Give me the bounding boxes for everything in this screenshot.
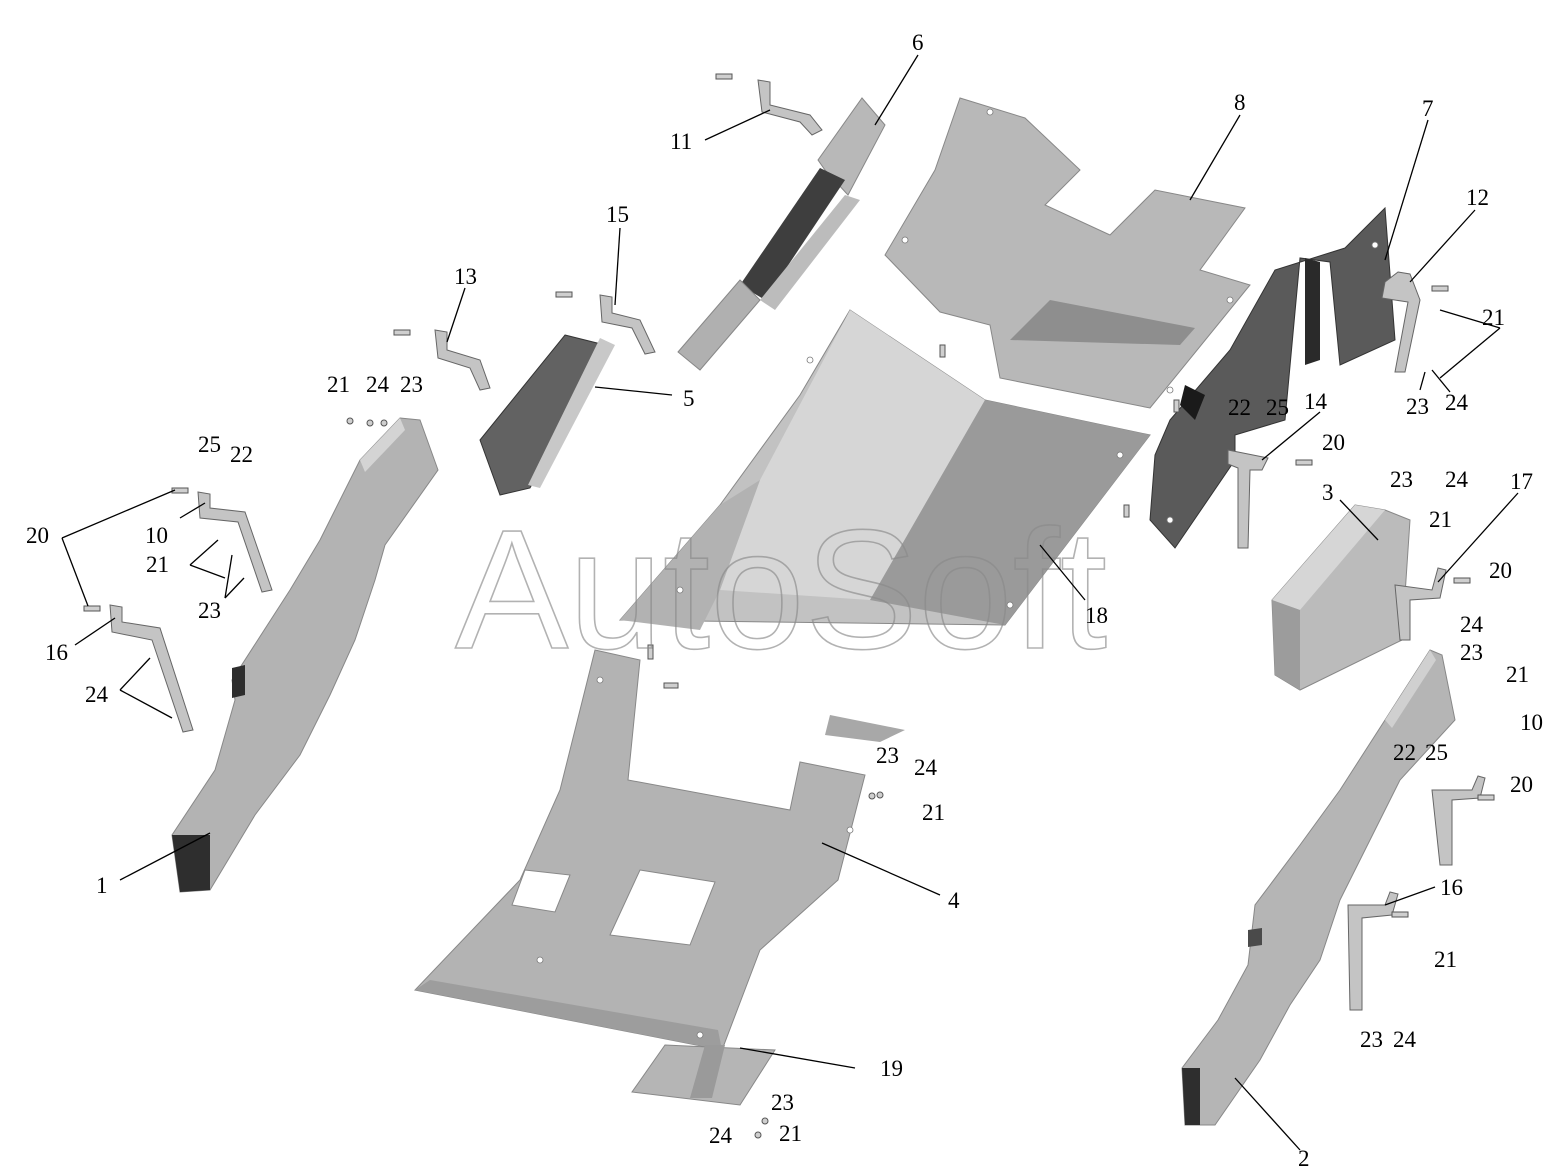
callout-18: 18 <box>1085 603 1108 628</box>
bracket-13 <box>434 329 491 391</box>
callout-23-e: 23 <box>1460 640 1483 665</box>
callout-25-mid: 25 <box>1266 395 1289 420</box>
callout-4: 4 <box>948 888 960 913</box>
callout-14: 14 <box>1304 389 1328 414</box>
bracket-15 <box>599 294 656 355</box>
part-5-mid-channel <box>479 334 615 496</box>
callout-12: 12 <box>1466 185 1489 210</box>
callout-13: 13 <box>454 264 477 289</box>
callout-20-left: 20 <box>26 523 49 548</box>
callout-24-a: 24 <box>366 372 390 397</box>
callout-25-left: 25 <box>198 432 221 457</box>
callout-labels: 1 2 3 4 5 6 7 8 10 10 11 12 13 14 15 16 … <box>26 30 1543 1171</box>
bracket-10-right <box>1431 775 1486 866</box>
callout-16-left: 16 <box>45 640 68 665</box>
callout-20-r2: 20 <box>1489 558 1512 583</box>
bracket-12 <box>1381 271 1421 373</box>
callout-3: 3 <box>1322 480 1334 505</box>
part-19-cover-plate <box>631 1044 776 1106</box>
callout-24-d: 24 <box>1445 467 1469 492</box>
callout-24-e: 24 <box>1460 612 1484 637</box>
callout-20-r1: 20 <box>1322 430 1345 455</box>
part-2-right-side-panel <box>1181 649 1456 1126</box>
bracket-16-right <box>1347 891 1399 1011</box>
callout-11: 11 <box>670 129 692 154</box>
callout-22-left: 22 <box>230 442 253 467</box>
callout-20-r3: 20 <box>1510 772 1533 797</box>
callout-21-h: 21 <box>779 1121 802 1146</box>
bracket-17 <box>1394 567 1447 641</box>
callout-2: 2 <box>1298 1146 1310 1167</box>
leader-lines <box>61 54 1519 1151</box>
callout-7: 7 <box>1422 96 1434 121</box>
callout-24-f: 24 <box>914 755 938 780</box>
callout-17: 17 <box>1510 469 1533 494</box>
callout-23-a: 23 <box>400 372 423 397</box>
callout-24-g: 24 <box>1393 1027 1417 1052</box>
part-3-battery-box <box>1271 504 1411 691</box>
callout-23-g: 23 <box>1360 1027 1383 1052</box>
callout-21-d: 21 <box>1429 507 1452 532</box>
callout-24-b: 24 <box>85 682 109 707</box>
part-8-rear-floor-panel <box>884 97 1251 409</box>
callout-21-a: 21 <box>327 372 350 397</box>
bracket-11 <box>757 79 823 136</box>
part-18-tunnel-panel <box>618 309 1151 630</box>
callout-21-f: 21 <box>922 800 945 825</box>
callout-23-f: 23 <box>876 743 899 768</box>
bracket-10-left <box>197 491 273 593</box>
callout-15: 15 <box>606 202 629 227</box>
callout-21-e: 21 <box>1506 662 1529 687</box>
callout-23-b: 23 <box>198 598 221 623</box>
callout-21-c: 21 <box>1482 305 1505 330</box>
callout-6: 6 <box>912 30 924 55</box>
part-1-left-side-panel <box>171 417 439 893</box>
callout-23-d: 23 <box>1390 467 1413 492</box>
callout-21-b: 21 <box>146 552 169 577</box>
part-4-front-floor-panel <box>414 649 905 1051</box>
fasteners <box>83 73 1495 1139</box>
part-6-upper-channel <box>677 97 886 371</box>
callout-21-g: 21 <box>1434 947 1457 972</box>
callout-19: 19 <box>880 1056 903 1081</box>
watermark-text: AutoSoft <box>455 495 1107 685</box>
callout-16-right: 16 <box>1440 875 1463 900</box>
callout-23-c: 23 <box>1406 394 1429 419</box>
callout-10-right: 10 <box>1520 710 1543 735</box>
callout-5: 5 <box>683 386 695 411</box>
callout-8: 8 <box>1234 90 1246 115</box>
part-7-rear-wall <box>1149 206 1396 549</box>
callout-24-h: 24 <box>709 1123 733 1148</box>
callout-24-c: 24 <box>1445 390 1469 415</box>
callout-22-mid: 22 <box>1228 395 1251 420</box>
callout-10-left: 10 <box>145 523 168 548</box>
callout-25-right: 25 <box>1425 740 1448 765</box>
bracket-16-left <box>109 604 194 733</box>
callout-1: 1 <box>96 873 108 898</box>
callout-23-h: 23 <box>771 1090 794 1115</box>
bracket-14 <box>1227 449 1269 549</box>
callout-22-right: 22 <box>1393 740 1416 765</box>
